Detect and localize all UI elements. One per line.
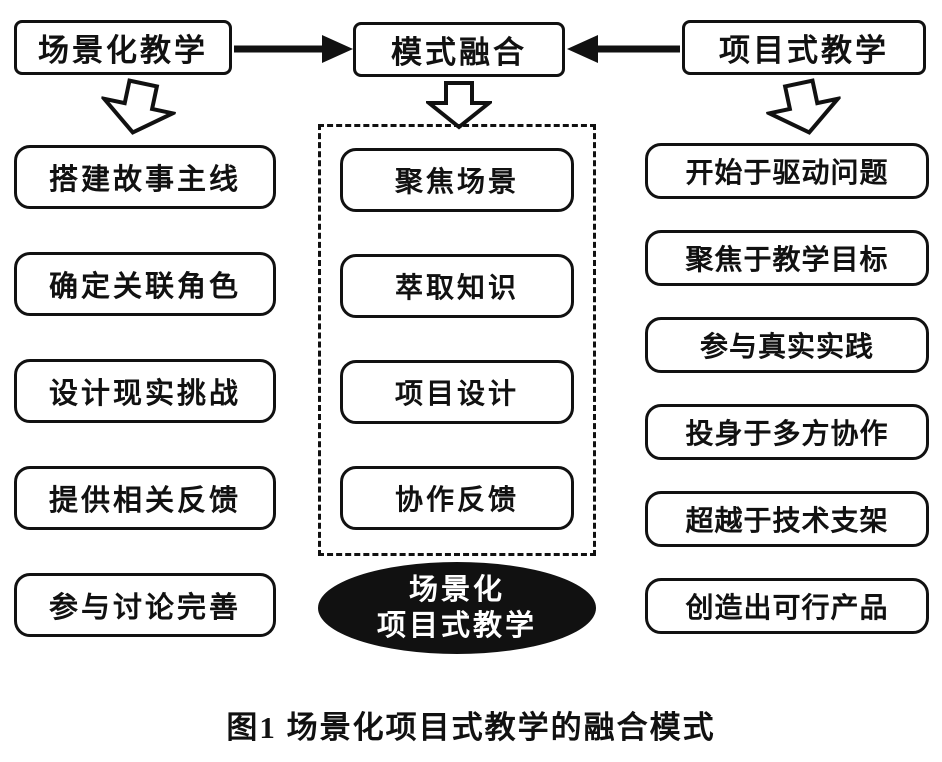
arrow-left-to-center-icon <box>234 35 353 63</box>
left-step-build-storyline: 搭建故事主线 <box>14 145 276 209</box>
scenario-teaching-box: 场景化教学 <box>14 20 232 75</box>
down-arrow-center-icon <box>426 81 492 130</box>
down-arrow-right-icon <box>763 78 844 135</box>
arrow-right-to-center-icon <box>567 35 680 63</box>
fusion-steps-panel <box>318 124 596 556</box>
right-step-beyond-scaffolding: 超越于技术支架 <box>645 491 929 547</box>
project-teaching-box: 项目式教学 <box>682 20 926 75</box>
left-step-discussion-refine: 参与讨论完善 <box>14 573 276 637</box>
right-step-viable-product: 创造出可行产品 <box>645 578 929 634</box>
center-step-extract-knowledge: 萃取知识 <box>340 254 574 318</box>
center-step-collaborative-feedback: 协作反馈 <box>340 466 574 530</box>
down-arrow-left-icon <box>98 78 179 135</box>
center-step-focus-scene: 聚焦场景 <box>340 148 574 212</box>
left-step-provide-feedback: 提供相关反馈 <box>14 466 276 530</box>
right-step-driving-question: 开始于驱动问题 <box>645 143 929 199</box>
fused-model-badge: 场景化 项目式教学 <box>318 562 596 654</box>
pattern-fusion-box: 模式融合 <box>353 22 565 77</box>
figure-caption: 图1 场景化项目式教学的融合模式 <box>226 710 716 745</box>
left-step-define-roles: 确定关联角色 <box>14 252 276 316</box>
left-step-design-challenges: 设计现实挑战 <box>14 359 276 423</box>
right-step-real-practice: 参与真实实践 <box>645 317 929 373</box>
fused-model-line1: 场景化 <box>408 573 505 606</box>
right-step-multi-collaboration: 投身于多方协作 <box>645 404 929 460</box>
right-step-teaching-goals: 聚焦于教学目标 <box>645 230 929 286</box>
center-step-project-design: 项目设计 <box>340 360 574 424</box>
fused-model-line2: 项目式教学 <box>376 610 537 642</box>
